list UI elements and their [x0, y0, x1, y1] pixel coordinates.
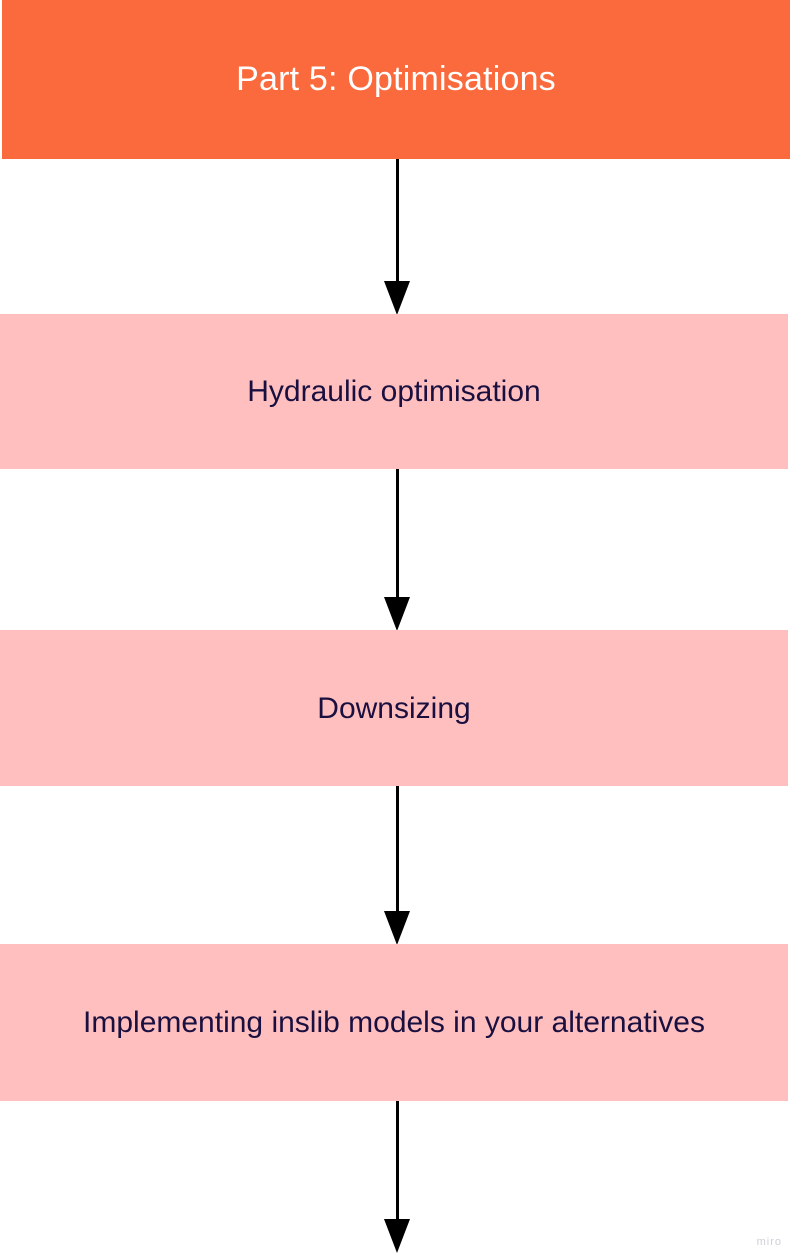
arrowhead-down-icon — [384, 597, 410, 631]
process-node-label: Implementing inslib models in your alter… — [83, 1006, 705, 1039]
connector-header-to-hydraulic — [396, 159, 399, 289]
arrowhead-down-icon — [384, 911, 410, 945]
arrowhead-down-icon — [384, 281, 410, 315]
process-node-downsizing[interactable]: Downsizing — [0, 630, 788, 786]
process-node-label: Downsizing — [317, 691, 471, 725]
arrowhead-down-icon — [384, 1219, 410, 1253]
process-node-implementing[interactable]: Implementing inslib models in your alter… — [0, 944, 788, 1101]
miro-watermark: miro — [756, 1236, 782, 1248]
process-node-label: Hydraulic optimisation — [247, 375, 541, 408]
connector-implementing-to-next — [396, 1101, 399, 1219]
connector-hydraulic-to-downsizing — [396, 469, 399, 597]
page-title: Part 5: Optimisations — [236, 59, 556, 98]
section-header-banner[interactable]: Part 5: Optimisations — [2, 0, 790, 159]
process-node-hydraulic[interactable]: Hydraulic optimisation — [0, 314, 788, 469]
connector-downsizing-to-implementing — [396, 786, 399, 911]
